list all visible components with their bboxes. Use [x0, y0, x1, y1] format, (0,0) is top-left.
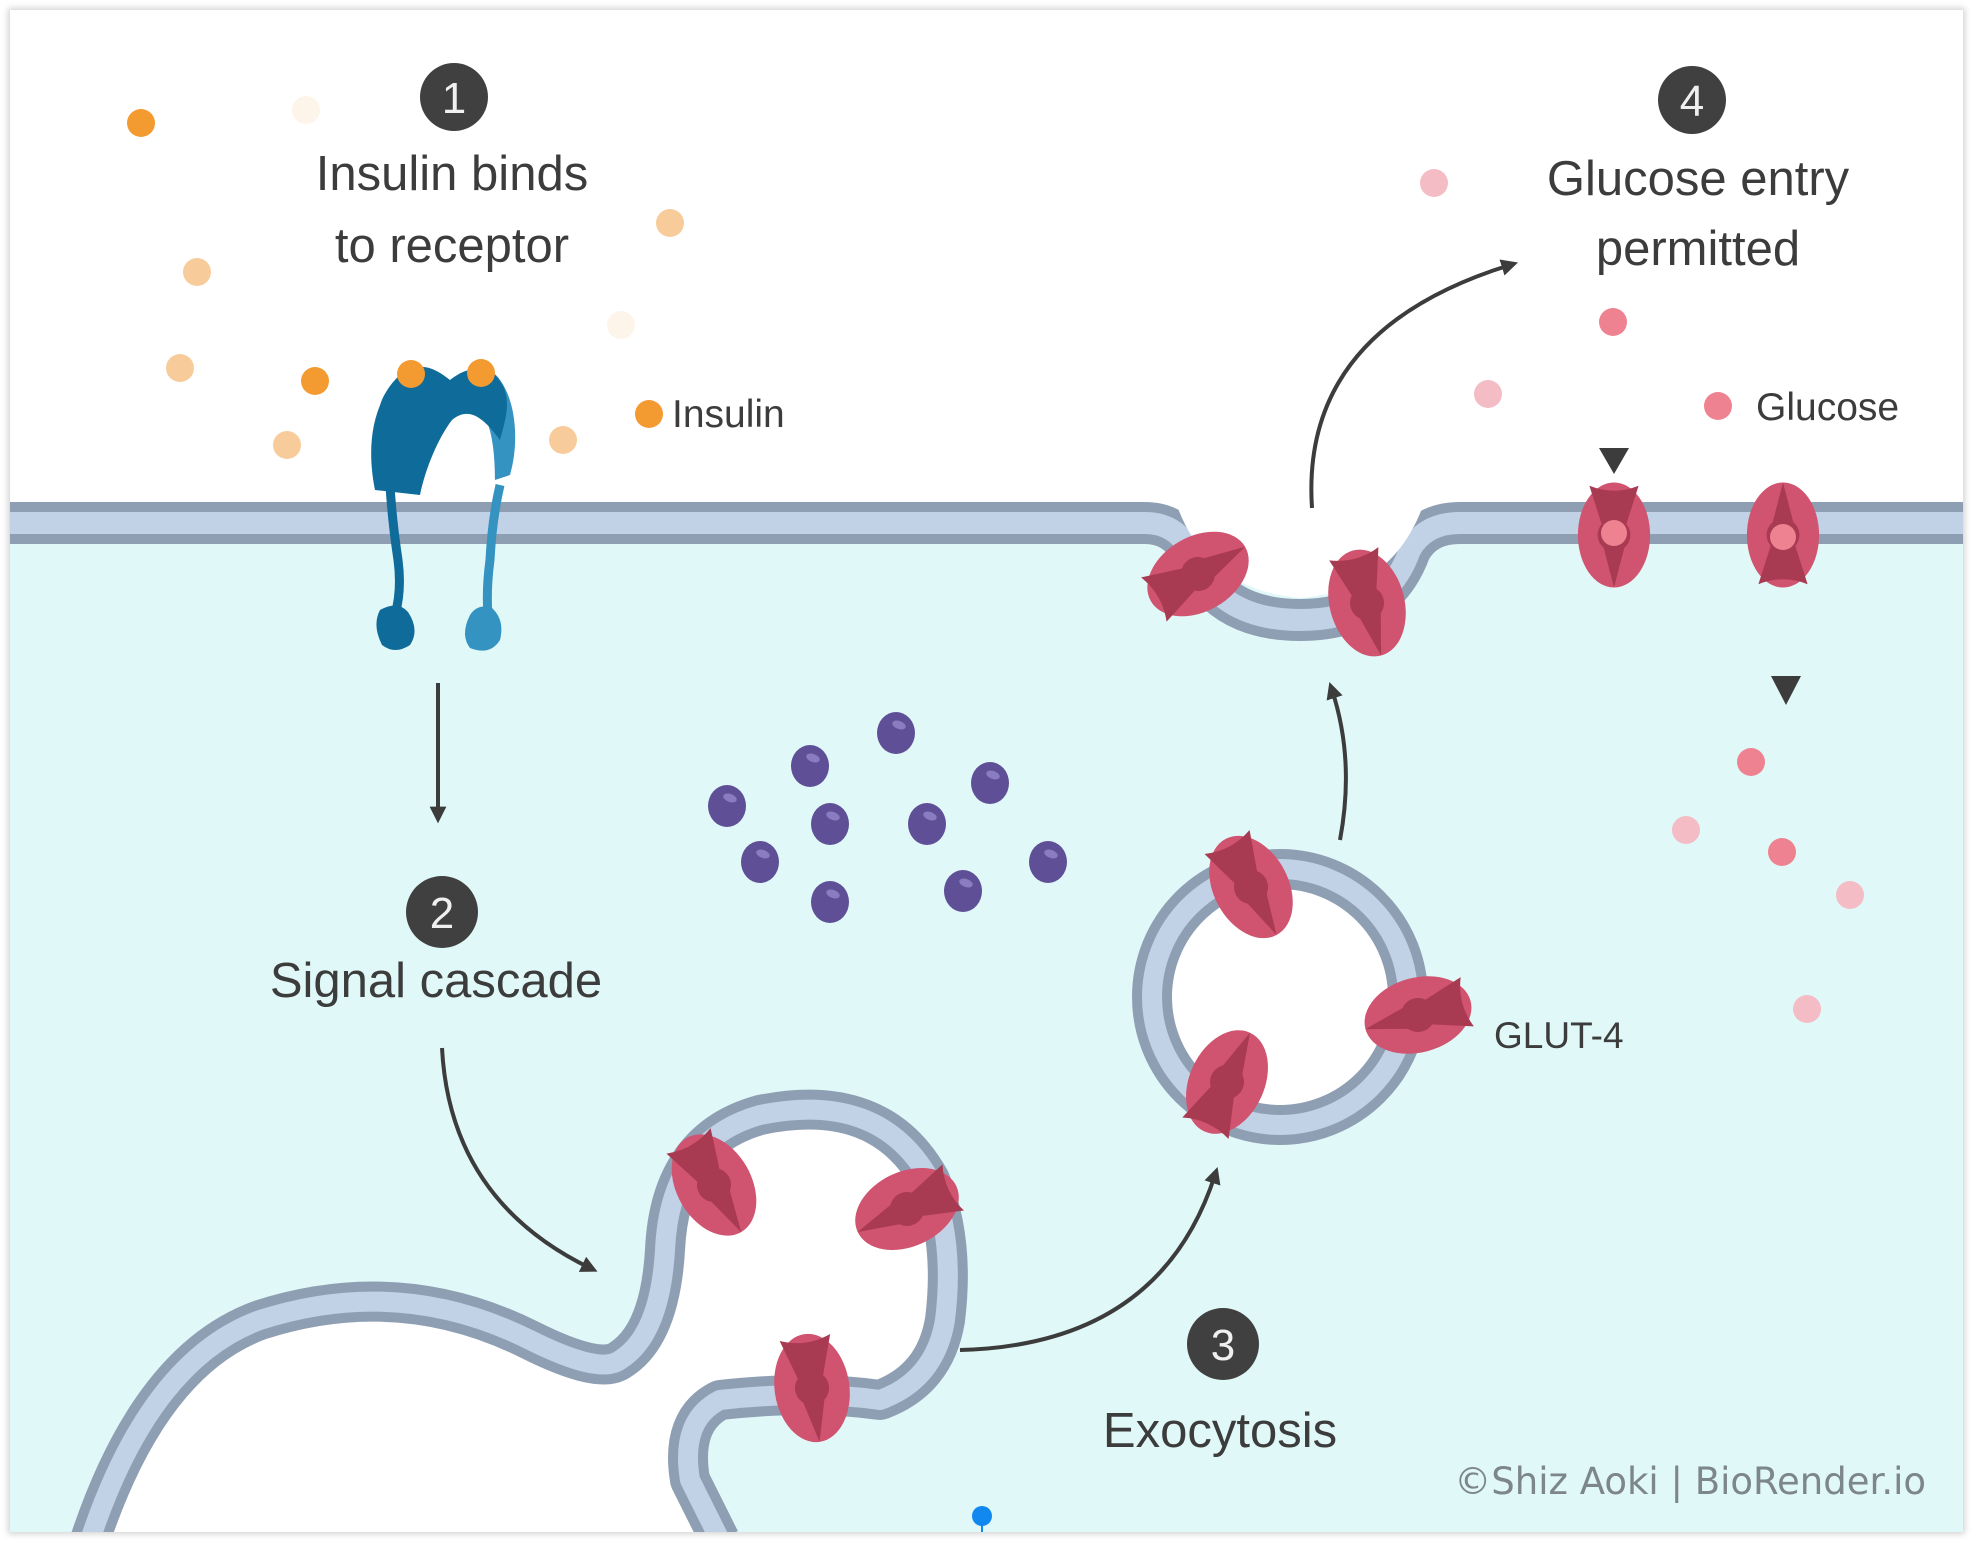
signal-molecule — [908, 803, 946, 845]
step-label-line: permitted — [1596, 222, 1800, 276]
glucose-in-transporter — [1770, 524, 1796, 550]
signal-molecule — [791, 745, 829, 787]
step-badge — [406, 876, 478, 948]
glucose-molecule — [1599, 308, 1627, 336]
glucose-molecule — [1672, 816, 1700, 844]
insulin-molecule — [549, 426, 577, 454]
signal-molecule — [877, 712, 915, 754]
arrow-membrane-to-step4 — [1309, 259, 1519, 509]
step-label-line: Insulin binds — [316, 147, 588, 201]
step-label-line: to receptor — [335, 219, 569, 273]
legend-insulin: Insulin — [635, 393, 785, 436]
glucose-legend-label: Glucose — [1756, 386, 1899, 429]
insulin-legend-dot — [635, 400, 663, 428]
glucose-molecule — [1474, 380, 1502, 408]
bound-insulin — [397, 360, 425, 388]
glucose-in-transporter — [1601, 520, 1627, 546]
insulin-molecules — [127, 96, 684, 459]
glucose-molecule — [1768, 838, 1796, 866]
step-1: 1 Insulin binds to receptor — [316, 63, 588, 273]
step-3: 3 Exocytosis — [1103, 1308, 1337, 1458]
step-badge — [420, 63, 488, 131]
step-number: 3 — [1211, 1321, 1235, 1370]
insulin-molecule — [607, 311, 635, 339]
process-arrows — [429, 259, 1801, 1352]
arrow-storage-to-vesicle — [959, 1167, 1221, 1352]
extracellular-space — [10, 10, 1963, 530]
step-number: 2 — [430, 889, 454, 938]
glucose-molecule — [1793, 995, 1821, 1023]
legend-glucose: Glucose — [1704, 386, 1899, 429]
step-number: 1 — [442, 74, 466, 123]
step-label-line: Signal cascade — [270, 954, 602, 1008]
signal-molecule — [1029, 841, 1067, 883]
glucose-molecules — [1420, 169, 1864, 1023]
glucose-molecule — [1737, 748, 1765, 776]
step-4: 4 Glucose entry permitted — [1547, 66, 1850, 276]
bound-insulin — [467, 359, 495, 387]
step-2: 2 Signal cascade — [270, 876, 602, 1008]
glucose-molecule — [1836, 881, 1864, 909]
arrow-glucose-entry-head — [1599, 448, 1629, 474]
step-label-line: Exocytosis — [1103, 1404, 1337, 1458]
insulin-molecule — [301, 367, 329, 395]
signal-molecule — [944, 870, 982, 912]
step-badge — [1658, 66, 1726, 134]
signal-molecule — [741, 841, 779, 883]
insulin-molecule — [292, 96, 320, 124]
insulin-legend-label: Insulin — [672, 393, 785, 436]
playback-marker[interactable] — [972, 1506, 992, 1532]
signal-molecule — [811, 803, 849, 845]
insulin-molecule — [166, 354, 194, 382]
insulin-glut4-diagram: 1 Insulin binds to receptor 2 Signal cas… — [10, 10, 1963, 1532]
diagram-frame: 1 Insulin binds to receptor 2 Signal cas… — [10, 10, 1963, 1532]
insulin-receptor — [371, 359, 516, 651]
glucose-legend-dot — [1704, 392, 1732, 420]
glut4-transporters — [654, 482, 1820, 1448]
arrow-step2-to-storage — [440, 1047, 598, 1272]
glut4-label: GLUT-4 — [1494, 1015, 1624, 1056]
signal-molecule — [971, 762, 1009, 804]
insulin-molecule — [656, 209, 684, 237]
insulin-molecule — [183, 258, 211, 286]
arrow-vesicle-to-membrane — [1326, 682, 1348, 841]
arrow-glucose-into-cell-head — [1771, 676, 1801, 705]
insulin-molecule — [127, 109, 155, 137]
signal-molecule — [708, 785, 746, 827]
step-number: 4 — [1680, 77, 1704, 126]
step-badge — [1187, 1308, 1259, 1380]
step-label-line: Glucose entry — [1547, 152, 1850, 206]
signal-molecule — [811, 881, 849, 923]
glucose-molecule — [1420, 169, 1448, 197]
insulin-molecule — [273, 431, 301, 459]
credit-text: ©Shiz Aoki | BioRender.io — [1454, 1460, 1926, 1503]
